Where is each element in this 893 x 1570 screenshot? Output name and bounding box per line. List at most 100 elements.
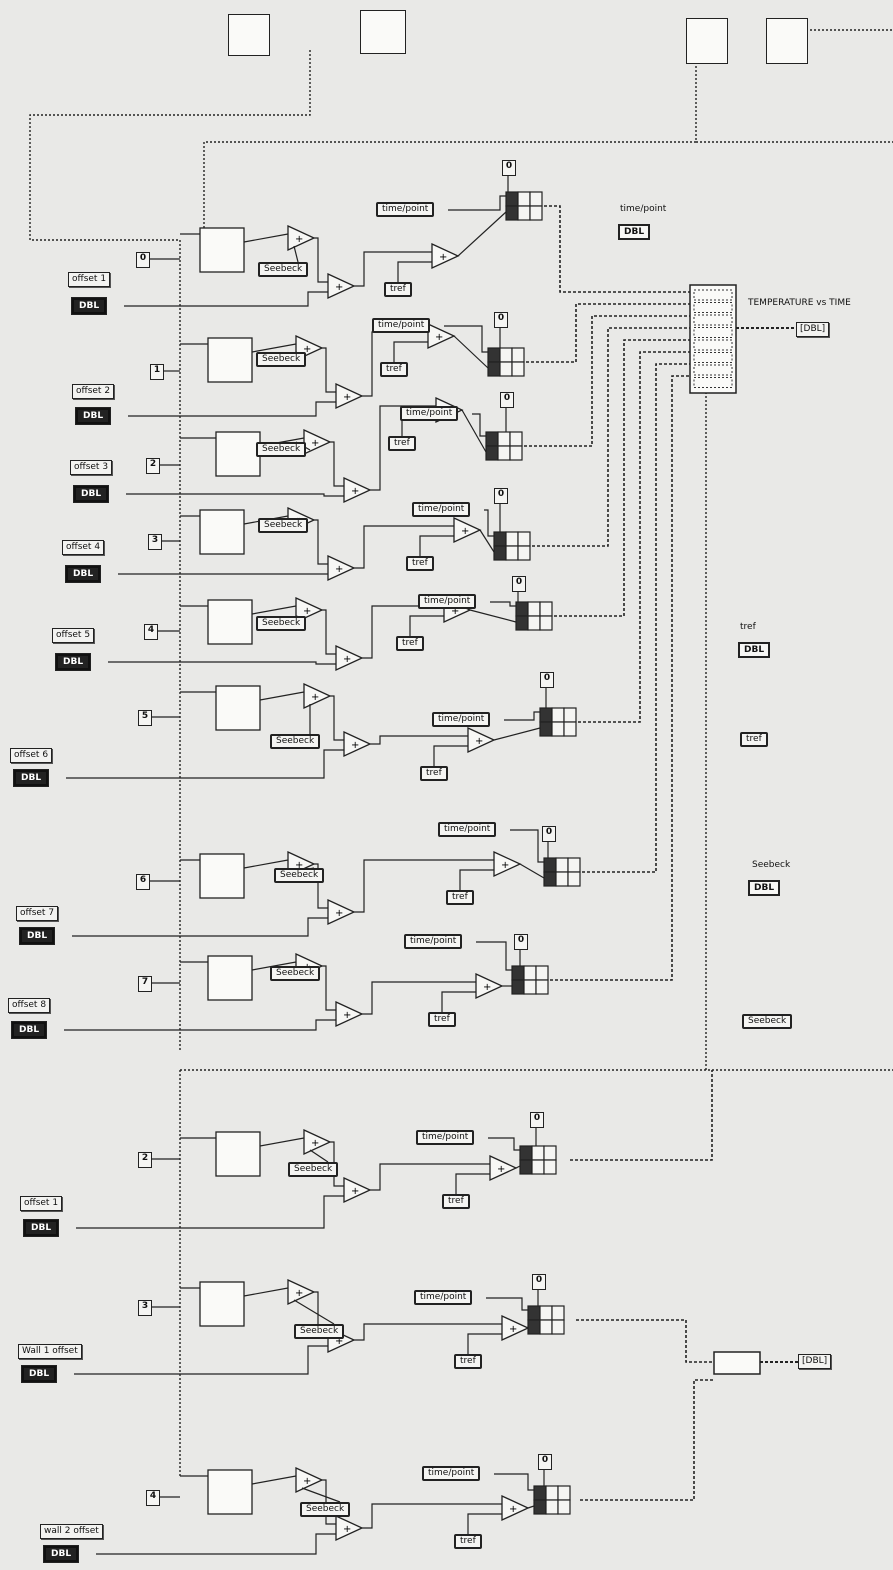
tref-local-ref[interactable]: tref	[380, 362, 408, 377]
bundle-node[interactable]	[493, 531, 531, 561]
channel-constant[interactable]: 5	[138, 710, 152, 726]
offset-control[interactable]: DBL	[42, 1545, 80, 1563]
offset-control[interactable]: DBL	[12, 769, 50, 787]
time-per-point-local[interactable]: time/point	[412, 502, 471, 517]
tref-local-ref[interactable]: tref	[428, 1012, 456, 1027]
bundle-node[interactable]	[519, 1145, 557, 1175]
offset-add-node[interactable]	[343, 1176, 372, 1204]
offset-control[interactable]: DBL	[74, 407, 112, 425]
offset-control[interactable]: DBL	[18, 927, 56, 945]
tref-add-node[interactable]	[427, 322, 456, 350]
bundle-node[interactable]	[511, 965, 549, 995]
thermocouple-read-icon[interactable]	[199, 853, 245, 899]
ai-read-icon[interactable]	[228, 14, 270, 56]
time-per-point-local[interactable]: time/point	[438, 822, 497, 837]
thermocouple-read-icon[interactable]	[199, 509, 245, 555]
thermocouple-read-icon[interactable]	[215, 685, 261, 731]
thermocouple-read-icon[interactable]	[215, 1131, 261, 1177]
thermocouple-read-icon[interactable]	[207, 1469, 253, 1515]
time-per-point-local[interactable]: time/point	[416, 1130, 475, 1145]
seebeck-local-ref[interactable]: Seebeck	[300, 1502, 351, 1517]
time-per-point-local[interactable]: time/point	[414, 1290, 473, 1305]
tref-add-node[interactable]	[501, 1314, 530, 1342]
seebeck-local-ref[interactable]: Seebeck	[294, 1324, 345, 1339]
thermocouple-read-icon[interactable]	[199, 227, 245, 273]
tref-add-node[interactable]	[467, 726, 496, 754]
offset-control[interactable]: DBL	[54, 653, 92, 671]
seebeck-local-ref[interactable]: Seebeck	[258, 518, 309, 533]
tref-local-ref[interactable]: tref	[420, 766, 448, 781]
zero-constant[interactable]: 0	[532, 1274, 546, 1290]
bundle-node[interactable]	[527, 1305, 565, 1335]
zero-constant[interactable]: 0	[538, 1454, 552, 1470]
seebeck-local-ref[interactable]: Seebeck	[256, 442, 307, 457]
seebeck-local-ref[interactable]: Seebeck	[256, 616, 307, 631]
tref-local-ref[interactable]: tref	[442, 1194, 470, 1209]
thermocouple-read-icon[interactable]	[207, 599, 253, 645]
seebeck-local-ref[interactable]: Seebeck	[270, 734, 321, 749]
bundle-node[interactable]	[487, 347, 525, 377]
subtract-node[interactable]	[295, 1466, 324, 1494]
channel-constant[interactable]: 4	[144, 624, 158, 640]
channel-constant[interactable]: 2	[146, 458, 160, 474]
offset-control[interactable]: DBL	[70, 297, 108, 315]
ai-wave-icon[interactable]	[766, 18, 808, 64]
seebeck-control[interactable]: DBL	[748, 880, 781, 896]
thermocouple-read-icon[interactable]	[215, 431, 261, 477]
thermocouple-read-icon[interactable]	[207, 337, 253, 383]
channel-constant[interactable]: 6	[136, 874, 150, 890]
tref-local-ref[interactable]: tref	[446, 890, 474, 905]
offset-add-node[interactable]	[327, 554, 356, 582]
tref-add-node[interactable]	[489, 1154, 518, 1182]
zero-constant[interactable]: 0	[500, 392, 514, 408]
channel-constant[interactable]: 7	[138, 976, 152, 992]
thermocouple-read-icon[interactable]	[199, 1281, 245, 1327]
second-graph-terminal[interactable]: [DBL]	[798, 1354, 832, 1369]
offset-control[interactable]: DBL	[22, 1219, 60, 1237]
subtract-node[interactable]	[303, 1128, 332, 1156]
time-per-point-control[interactable]: DBL	[618, 224, 651, 240]
channel-constant[interactable]: 0	[136, 252, 150, 268]
offset-control[interactable]: DBL	[20, 1365, 58, 1383]
seebeck-local-ref[interactable]: Seebeck	[256, 352, 307, 367]
offset-add-node[interactable]	[343, 476, 372, 504]
zero-constant[interactable]: 0	[542, 826, 556, 842]
offset-control[interactable]: DBL	[72, 485, 110, 503]
offset-control[interactable]: DBL	[10, 1021, 48, 1039]
tref-add-node[interactable]	[493, 850, 522, 878]
build-array-node[interactable]	[689, 284, 737, 394]
offset-control[interactable]: DBL	[64, 565, 102, 583]
tref-add-node[interactable]	[501, 1494, 530, 1522]
time-per-point-local[interactable]: time/point	[404, 934, 463, 949]
tref-local-ref[interactable]: tref	[396, 636, 424, 651]
tref-add-node[interactable]	[475, 972, 504, 1000]
tref-add-node[interactable]	[453, 516, 482, 544]
zero-constant[interactable]: 0	[540, 672, 554, 688]
seebeck-local-ref[interactable]: Seebeck	[270, 966, 321, 981]
zero-constant[interactable]: 0	[530, 1112, 544, 1128]
zero-constant[interactable]: 0	[494, 312, 508, 328]
zero-constant[interactable]: 0	[494, 488, 508, 504]
channel-constant[interactable]: 3	[148, 534, 162, 550]
tref-local-ref[interactable]: tref	[384, 282, 412, 297]
bundle-node[interactable]	[515, 601, 553, 631]
offset-add-node[interactable]	[335, 644, 364, 672]
offset-add-node[interactable]	[327, 272, 356, 300]
channel-constant[interactable]: 3	[138, 1300, 152, 1316]
offset-add-node[interactable]	[335, 1514, 364, 1542]
offset-add-node[interactable]	[335, 1000, 364, 1028]
thermocouple-read-icon[interactable]	[207, 955, 253, 1001]
time-per-point-local[interactable]: time/point	[422, 1466, 481, 1481]
channel-constant[interactable]: 4	[146, 1490, 160, 1506]
channel-constant[interactable]: 1	[150, 364, 164, 380]
build-array-node-2[interactable]	[713, 1351, 761, 1375]
seebeck-local-ref[interactable]: Seebeck	[274, 868, 325, 883]
tref-control[interactable]: DBL	[738, 642, 771, 658]
bundle-node[interactable]	[485, 431, 523, 461]
seebeck-local-ref[interactable]: Seebeck	[258, 262, 309, 277]
offset-add-node[interactable]	[327, 898, 356, 926]
time-per-point-local[interactable]: time/point	[376, 202, 435, 217]
time-per-point-local[interactable]: time/point	[418, 594, 477, 609]
temperature-graph-terminal[interactable]: [DBL]	[796, 322, 830, 337]
seebeck-local-ref[interactable]: Seebeck	[288, 1162, 339, 1177]
